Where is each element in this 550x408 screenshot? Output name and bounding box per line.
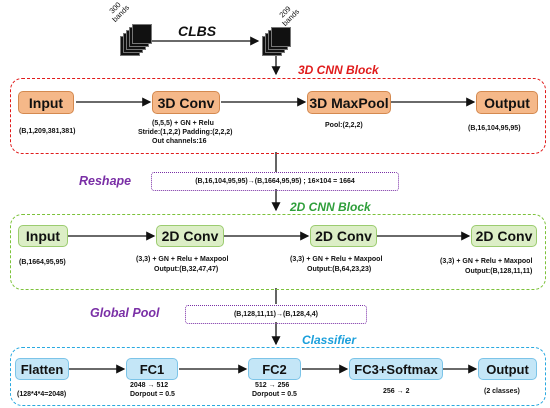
- cnn2d-conv3-node: 2D Conv: [471, 225, 537, 247]
- cnn3d-conv-param-3: Out channels:16: [152, 138, 207, 145]
- global-pool-label: Global Pool: [90, 306, 160, 320]
- global-pool-box: (B,128,11,11)→(B,128,4,4): [185, 305, 367, 324]
- classifier-block: [10, 347, 546, 406]
- clbs-label: CLBS: [178, 23, 217, 39]
- cnn2d-conv2-param-1: (3,3) + GN + Relu + Maxpool: [290, 256, 383, 263]
- cnn2d-block: [10, 214, 546, 290]
- cnn2d-conv3-param-1: (3,3) + GN + Relu + Maxpool: [440, 258, 533, 265]
- classifier-output-param: (2 classes): [484, 388, 520, 395]
- fc3-param: 256 → 2: [383, 388, 410, 395]
- cnn2d-conv1-param-2: Output:(B,32,47,47): [154, 266, 219, 273]
- cnn3d-title: 3D CNN Block: [298, 63, 379, 77]
- fc3-softmax-node: FC3+Softmax: [349, 358, 443, 380]
- classifier-title: Classifier: [302, 333, 357, 347]
- fc2-node: FC2: [248, 358, 301, 380]
- fc1-node: FC1: [126, 358, 178, 380]
- cnn3d-pool-param: Pool:(2,2,2): [325, 122, 363, 129]
- cnn3d-block: [10, 78, 546, 154]
- reshape-box: (B,16,104,95,95)→(B,1664,95,95) ; 16×104…: [151, 172, 399, 191]
- cnn3d-input-node: Input: [18, 91, 74, 114]
- cnn3d-conv-param-2: Stride:(1,2,2) Padding:(2,2,2): [138, 129, 233, 136]
- flatten-node: Flatten: [15, 358, 69, 380]
- cnn2d-input-shape: (B,1664,95,95): [19, 259, 66, 266]
- cnn2d-conv3-param-2: Output:(B,128,11,11): [465, 268, 533, 275]
- cnn2d-conv2-param-2: Output:(B,64,23,23): [307, 266, 372, 273]
- hyperspectral-stack-209: [262, 24, 294, 56]
- fc2-param-2: Dorpout = 0.5: [252, 391, 297, 398]
- cnn2d-conv1-node: 2D Conv: [156, 225, 224, 247]
- cnn3d-input-shape: (B,1,209,381,381): [19, 128, 76, 135]
- cnn2d-conv2-node: 2D Conv: [310, 225, 377, 247]
- cnn2d-conv1-param-1: (3,3) + GN + Relu + Maxpool: [136, 256, 229, 263]
- classifier-output-node: Output: [478, 358, 537, 380]
- hyperspectral-stack-300: [120, 22, 154, 56]
- cnn2d-title: 2D CNN Block: [290, 200, 371, 214]
- cnn3d-conv-node: 3D Conv: [152, 91, 220, 114]
- cnn3d-output-shape: (B,16,104,95,95): [468, 125, 521, 132]
- fc2-param-1: 512 → 256: [255, 382, 290, 389]
- fc1-param-2: Dorpout = 0.5: [130, 391, 175, 398]
- cnn2d-input-node: Input: [18, 225, 68, 247]
- cnn3d-conv-param-1: (5,5,5) + GN + Relu: [152, 120, 214, 127]
- cnn3d-maxpool-node: 3D MaxPool: [307, 91, 391, 114]
- flatten-param: (128*4*4=2048): [17, 391, 67, 398]
- cnn3d-output-node: Output: [476, 91, 538, 114]
- reshape-label: Reshape: [79, 174, 132, 188]
- fc1-param-1: 2048 → 512: [130, 382, 169, 389]
